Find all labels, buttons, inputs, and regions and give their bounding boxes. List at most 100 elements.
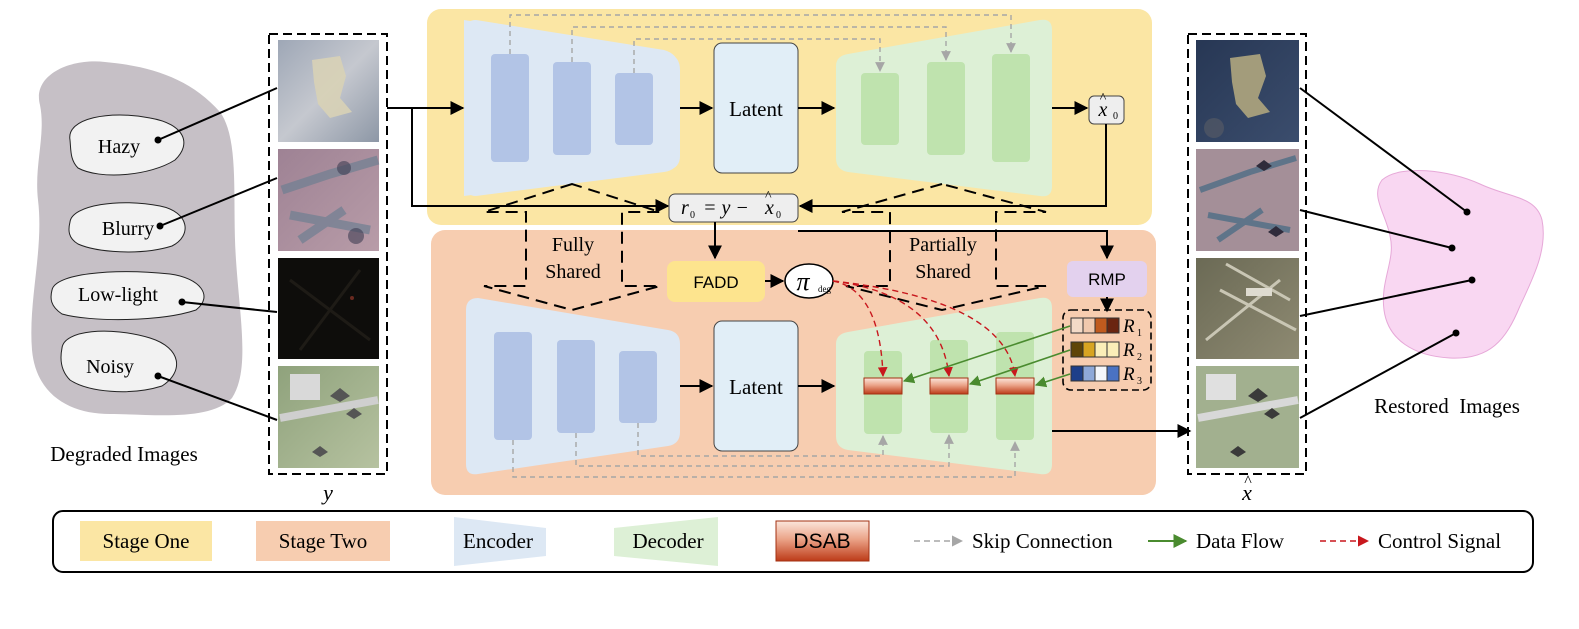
- r2-bar: [1070, 341, 1120, 358]
- legend-skip: Skip Connection: [972, 529, 1113, 553]
- residual-x: x: [764, 197, 774, 219]
- output-symbol: x: [1241, 480, 1252, 505]
- noisy-bubble: [60, 330, 177, 393]
- dsab-block-1: [863, 377, 903, 395]
- restored-image-4: [1196, 366, 1299, 468]
- pi-sub: deg: [818, 284, 831, 294]
- label-noisy: Noisy: [86, 356, 134, 378]
- legend-stage-one: Stage One: [103, 529, 190, 553]
- encoder-block-1: [494, 332, 532, 440]
- decoder-block-1: [861, 73, 899, 145]
- control-signals: [832, 280, 1019, 377]
- output-images-column: x ^: [1187, 33, 1307, 505]
- label-lowlight: Low-light: [78, 284, 158, 306]
- partially-shared-line1: Partially: [909, 234, 977, 256]
- hazy-bubble: [69, 114, 185, 176]
- legend-dsab: DSAB: [793, 530, 850, 553]
- fully-shared-line1: Fully: [552, 234, 594, 256]
- r1-bar: [1070, 317, 1120, 334]
- r3-sub: 3: [1137, 376, 1142, 387]
- legend-encoder-shape: [454, 517, 546, 566]
- output-x0-symbol: x: [1098, 99, 1108, 121]
- degraded-images-group: Hazy Blurry Low-light Noisy Degraded Ima…: [31, 61, 278, 466]
- input-connections: [387, 101, 1107, 213]
- residual-box: r 0 = y − x ^ 0: [668, 189, 799, 223]
- residual-r: r: [681, 197, 689, 219]
- connector-hazy: [157, 87, 278, 141]
- stage-one-encoder: [464, 20, 680, 196]
- restored-image-3: [1196, 258, 1299, 359]
- legend-decoder: Decoder: [632, 529, 703, 553]
- encoder-block-3: [615, 73, 653, 145]
- stage-two-encoder: [466, 298, 680, 475]
- connector-noisy: [157, 375, 278, 421]
- pi-symbol: π: [796, 267, 810, 296]
- fully-shared-region: [483, 182, 661, 312]
- restored-image-1: [1196, 40, 1299, 142]
- r-prompts-group: R 1 R 2 R 3: [1062, 309, 1152, 391]
- rmp-box: RMP: [1067, 261, 1147, 297]
- legend-dsab-shape: [775, 520, 870, 562]
- r3-label: R: [1122, 364, 1135, 385]
- legend: Stage One Stage Two Encoder Decoder DSAB…: [52, 510, 1534, 573]
- partially-shared-region: [841, 182, 1047, 312]
- decoder-block-2: [927, 62, 965, 155]
- encoder-block-3: [619, 351, 657, 423]
- residual-r-sub: 0: [690, 210, 695, 221]
- r1-sub: 1: [1137, 328, 1142, 339]
- fadd-box: FADD: [667, 261, 765, 302]
- output-x0-sub: 0: [1113, 111, 1118, 122]
- input-images-column: y: [268, 33, 388, 505]
- label-hazy: Hazy: [98, 136, 140, 158]
- r3-bar: [1070, 365, 1120, 382]
- legend-decoder-shape: [614, 517, 718, 566]
- r2-sub: 2: [1137, 352, 1142, 363]
- connector-lowlight: [181, 301, 278, 313]
- partially-shared-line2: Shared: [915, 261, 971, 283]
- legend-encoder: Encoder: [463, 529, 533, 553]
- noisy-image: [278, 366, 379, 468]
- lowlight-image: [278, 258, 379, 359]
- residual-hat-mark: ^: [765, 189, 772, 204]
- restored-images-group: Restored Images: [1299, 87, 1544, 419]
- r2-label: R: [1122, 340, 1135, 361]
- encoder-block-1: [491, 54, 529, 162]
- hat-mark: ^: [1100, 91, 1107, 106]
- latent-label-stage-two: Latent: [729, 375, 783, 399]
- decoder-block-3: [992, 54, 1030, 162]
- stage-one-latent: Latent: [713, 42, 799, 174]
- legend-stage-two: Stage Two: [279, 529, 368, 553]
- restored-images-title: Restored Images: [1374, 394, 1520, 418]
- restored-image-2: [1196, 149, 1299, 251]
- stage-one-skips: [509, 14, 1016, 73]
- output-hat-mark: ^: [1244, 473, 1252, 490]
- stage-one-output-box: x ^ 0: [1088, 91, 1125, 125]
- fully-shared-line2: Shared: [545, 261, 601, 283]
- input-symbol: y: [321, 480, 333, 505]
- residual-eq: = y −: [703, 197, 749, 219]
- rmp-label: RMP: [1088, 270, 1126, 289]
- dsab-block-2: [929, 377, 969, 395]
- residual-x-sub: 0: [776, 210, 781, 221]
- dsab-block-3: [995, 377, 1035, 395]
- restored-blob: [1377, 170, 1544, 359]
- residual-connections: [708, 222, 1114, 260]
- lowlight-bubble: [50, 271, 205, 321]
- legend-data-flow: Data Flow: [1196, 529, 1285, 553]
- encoder-block-2: [553, 62, 591, 155]
- label-blurry: Blurry: [102, 218, 154, 240]
- r1-label: R: [1122, 316, 1135, 337]
- hazy-image: [278, 40, 379, 142]
- blurry-bubble: [68, 202, 186, 253]
- legend-control: Control Signal: [1378, 529, 1501, 553]
- latent-label-stage-one: Latent: [729, 97, 783, 121]
- stage-two-latent: Latent: [713, 320, 799, 452]
- connector-blurry: [159, 177, 278, 227]
- encoder-block-2: [557, 340, 595, 433]
- stage-two-skips: [512, 423, 1020, 478]
- data-flow-arrows: [902, 325, 1071, 388]
- blurry-image: [278, 149, 380, 251]
- stage-two-decoder: [836, 297, 1052, 475]
- stage-one-decoder: [836, 19, 1052, 197]
- pi-deg-node: π deg: [784, 263, 834, 299]
